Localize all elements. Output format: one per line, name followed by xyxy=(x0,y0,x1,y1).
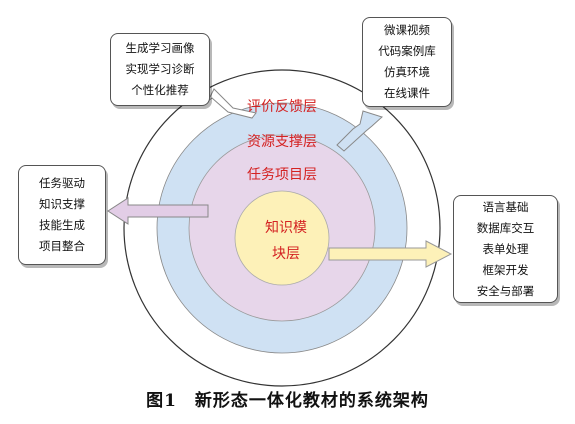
layer-label-evaluation-feedback: 评价反馈层 xyxy=(247,99,317,115)
box-item: 仿真环境 xyxy=(384,65,430,79)
arrow-to-left-box xyxy=(107,197,209,225)
layer-label-task-project: 任务项目层 xyxy=(247,167,317,183)
core-knowledge-module xyxy=(234,190,330,286)
box-item: 微课视频 xyxy=(384,23,430,37)
box-item: 知识支撑 xyxy=(39,197,85,211)
box-item: 生成学习画像 xyxy=(125,41,195,55)
box-item: 表单处理 xyxy=(482,241,529,256)
arrow-to-top-right-box xyxy=(336,110,383,152)
core-label-line-1: 知识模 xyxy=(265,220,307,236)
box-item: 实现学习诊断 xyxy=(125,62,195,76)
box-item: 个性化推荐 xyxy=(131,83,189,97)
box-learning-profile: 生成学习画像 实现学习诊断 个性化推荐 xyxy=(110,33,210,106)
box-item: 项目整合 xyxy=(39,239,85,253)
box-task-project: 任务驱动 知识支撑 技能生成 项目整合 xyxy=(18,165,106,265)
box-item: 安全与部署 xyxy=(476,283,535,298)
box-item: 任务驱动 xyxy=(39,176,85,190)
box-resources: 微课视频 代码案例库 仿真环境 在线课件 xyxy=(362,17,452,107)
box-item: 数据库交互 xyxy=(476,220,535,235)
box-knowledge-modules: 语言基础 数据库交互 表单处理 框架开发 安全与部署 xyxy=(453,195,558,303)
core-label-line-2: 块层 xyxy=(272,246,300,262)
figure-caption: 图1 新形态一体化教材的系统架构 xyxy=(146,391,429,411)
box-item: 语言基础 xyxy=(482,199,529,214)
box-item: 代码案例库 xyxy=(378,44,436,58)
arrow-to-right-box xyxy=(328,240,453,268)
layer-label-resource-support: 资源支撑层 xyxy=(247,134,317,150)
box-item: 技能生成 xyxy=(39,218,85,232)
box-item: 框架开发 xyxy=(482,262,529,277)
box-item: 在线课件 xyxy=(384,86,430,100)
